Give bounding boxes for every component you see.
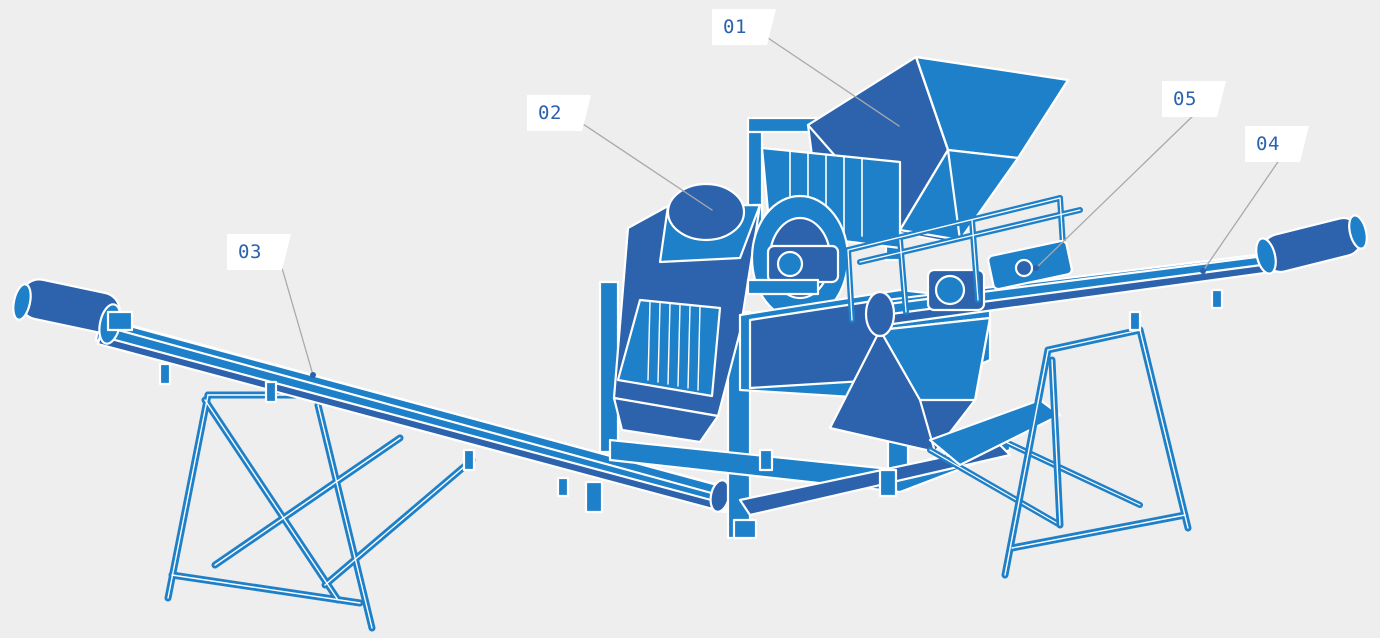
callout-05: 05: [1162, 81, 1226, 117]
left-conveyor: [12, 278, 732, 632]
callout-02: 02: [527, 95, 591, 131]
callout-leaders: [279, 35, 1283, 376]
callout-01: 01: [712, 9, 776, 45]
callout-03: 03: [227, 234, 291, 270]
callout-04: 04: [1245, 126, 1309, 162]
right-conveyor: [864, 214, 1368, 579]
